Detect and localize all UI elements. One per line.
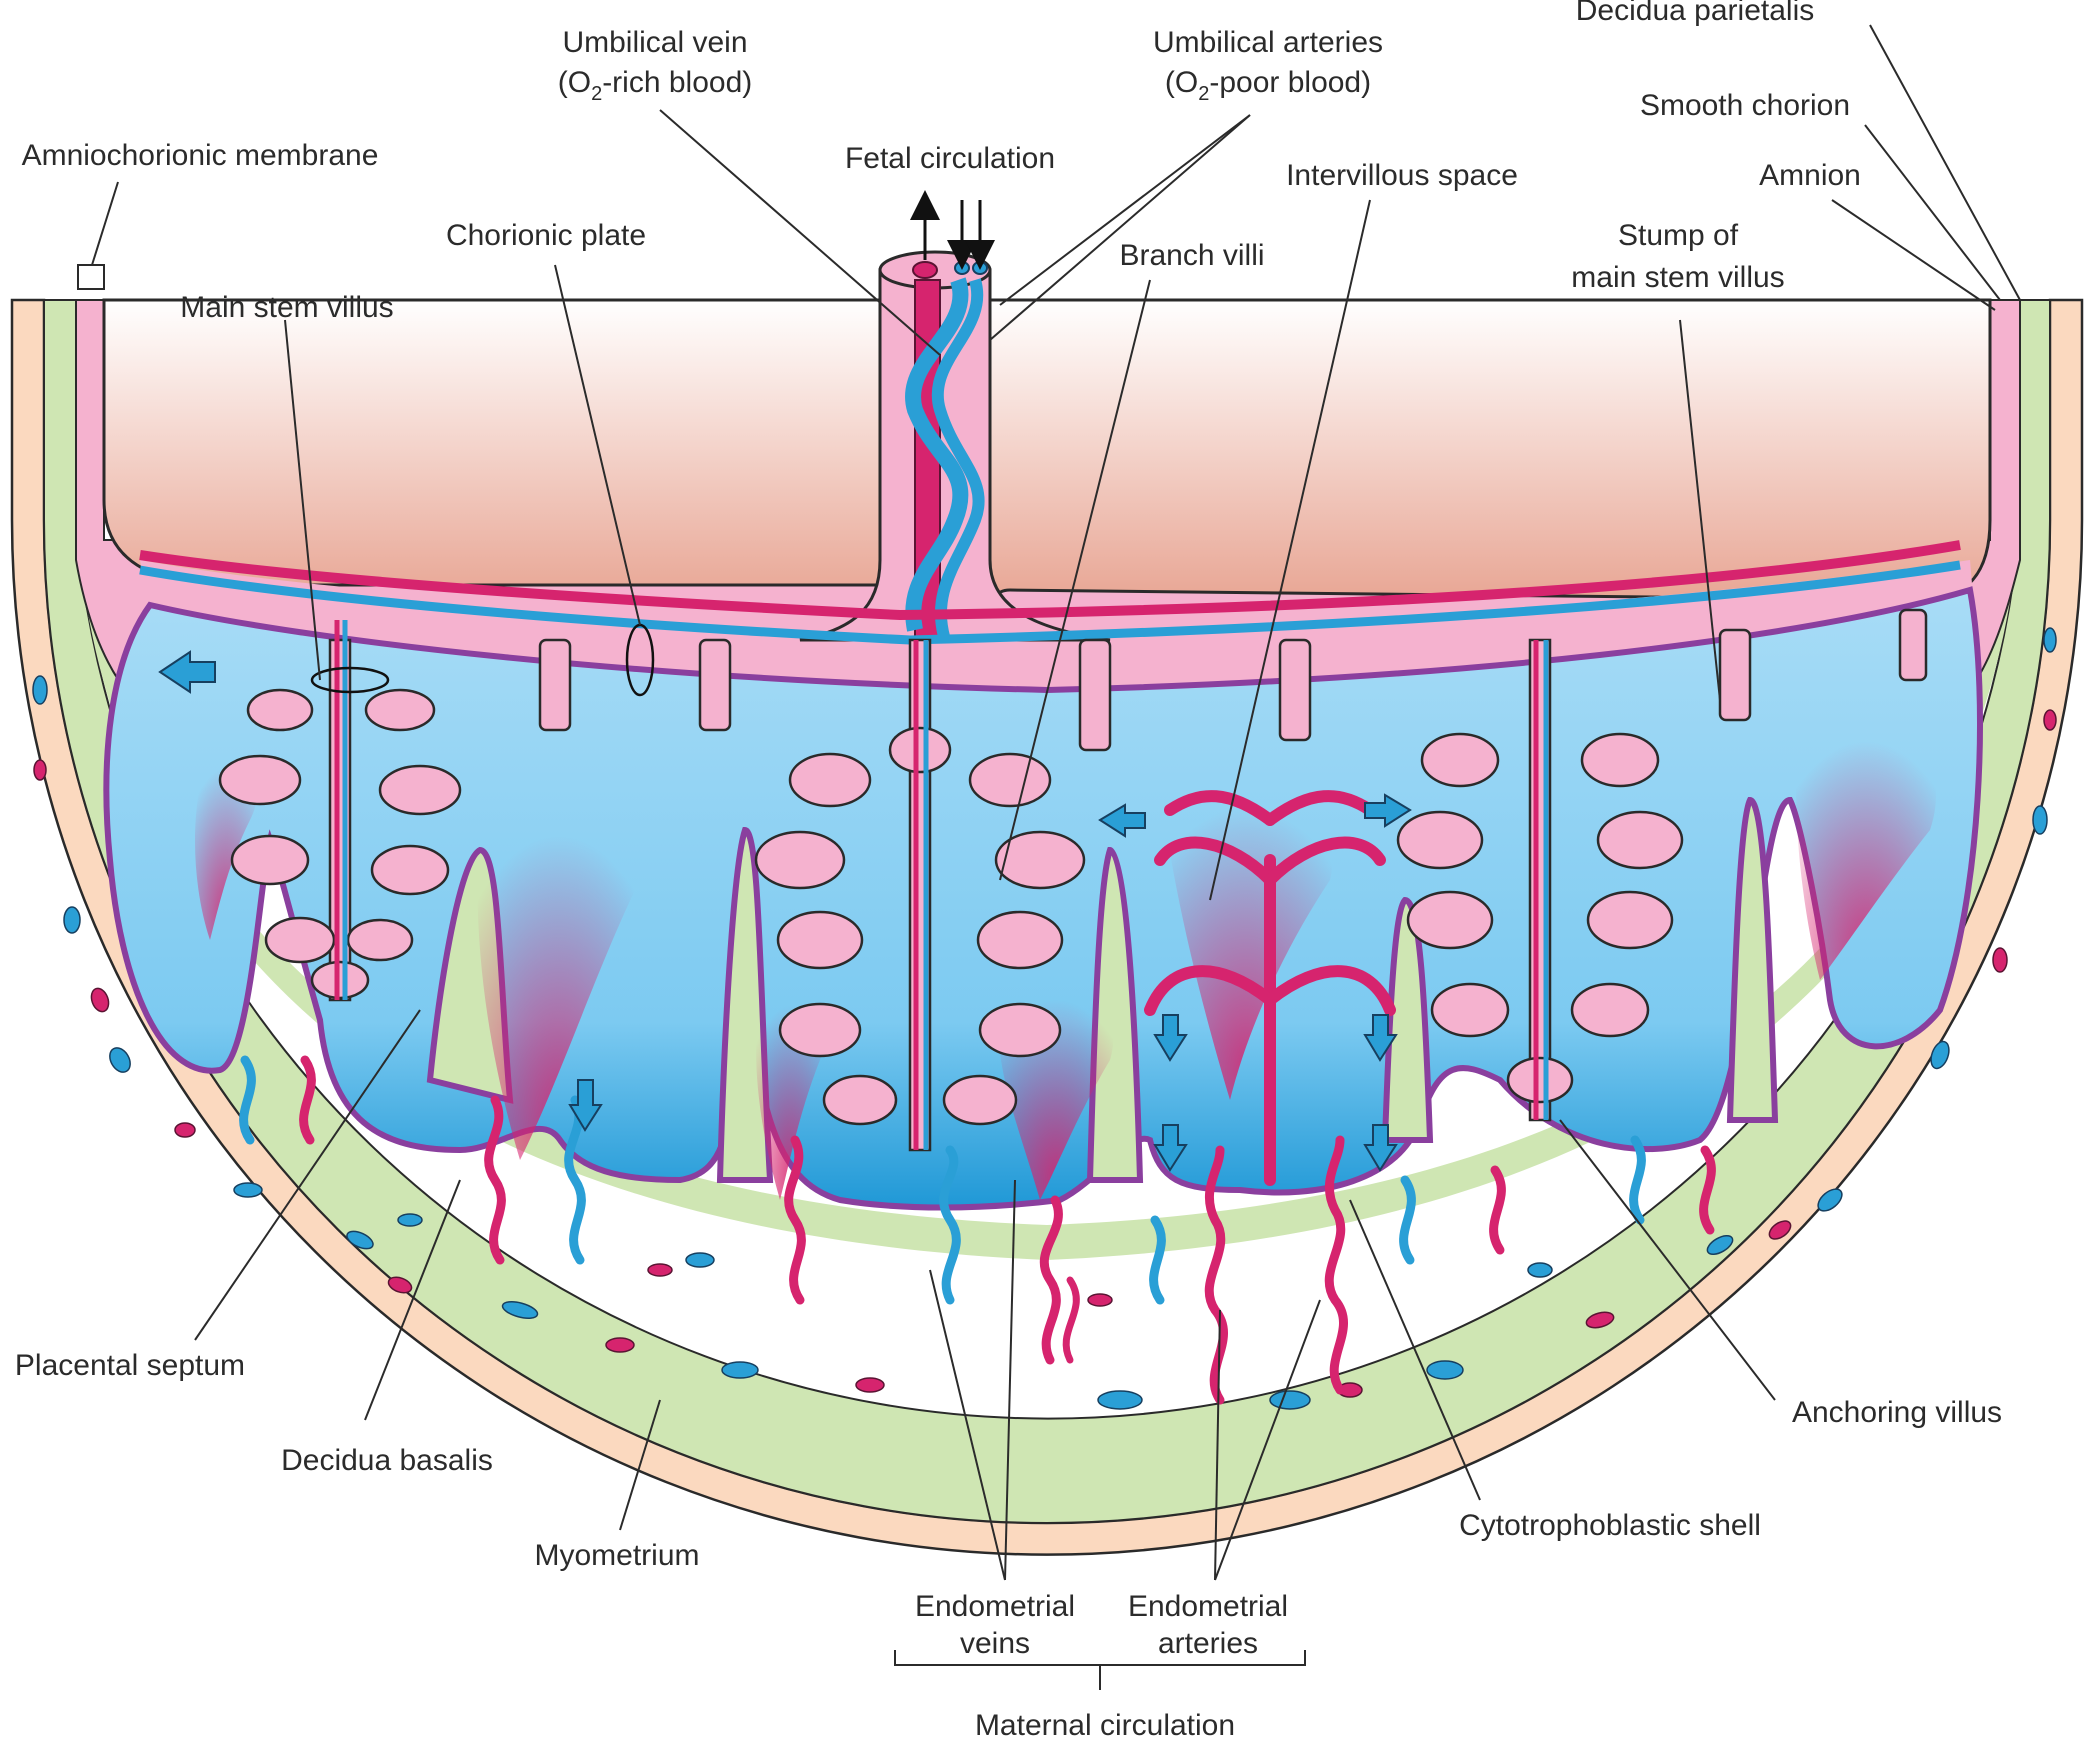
villus-tree-right — [1396, 638, 1684, 1122]
main-stem-villus-marker — [310, 666, 390, 694]
villus-stumps — [538, 608, 1928, 752]
maternal-vessel-fragments — [32, 627, 2057, 1410]
label-smooth-chorion: Smooth chorion — [1640, 89, 1850, 122]
label-cytotrophoblastic-shell: Cytotrophoblastic shell — [1459, 1509, 1761, 1542]
label-umbilical-vein: Umbilical vein — [562, 26, 747, 59]
maternal-artery-jet — [1144, 790, 1396, 1186]
label-endometrial-arteries-2: arteries — [1158, 1627, 1258, 1660]
label-endometrial-veins-1: Endometrial — [915, 1590, 1075, 1623]
villus-vessels — [334, 620, 1549, 1150]
chorionic-plate-vessels — [139, 540, 1961, 645]
label-umbilical-vein-sub: (O2-rich blood) — [558, 66, 753, 105]
label-stump-line2: main stem villus — [1571, 261, 1784, 294]
label-fetal-circulation: Fetal circulation — [845, 142, 1055, 175]
label-myometrium: Myometrium — [534, 1539, 699, 1572]
label-umbilical-arteries: Umbilical arteries — [1153, 26, 1383, 59]
chorionic-plate-band — [140, 560, 1975, 690]
decidua-layer — [43, 299, 2051, 1524]
label-endometrial-arteries-1: Endometrial — [1128, 1590, 1288, 1623]
label-decidua-basalis: Decidua basalis — [281, 1444, 493, 1477]
label-amniochorionic-membrane: Amniochorionic membrane — [22, 139, 379, 172]
label-placental-septum: Placental septum — [15, 1349, 245, 1382]
label-decidua-parietalis: Decidua parietalis — [1576, 0, 1814, 27]
flow-arrows-blue — [158, 650, 1412, 1172]
label-anchoring-villus: Anchoring villus — [1792, 1396, 2002, 1429]
label-stump-line1: Stump of — [1618, 219, 1739, 252]
fetal-flow-arrows — [910, 190, 995, 270]
umbilical-cord — [799, 250, 1111, 642]
leader-lines — [91, 24, 2021, 1690]
label-intervillous-space: Intervillous space — [1286, 159, 1518, 192]
label-umbilical-arteries-sub: (O2-poor blood) — [1165, 66, 1371, 105]
endometrial-vessels — [239, 1055, 1716, 1405]
labels: Umbilical vein (O2-rich blood) Umbilical… — [15, 0, 2002, 1742]
amniochorionic-marker — [77, 264, 105, 290]
label-main-stem-villus: Main stem villus — [180, 291, 393, 324]
label-chorionic-plate: Chorionic plate — [446, 219, 646, 252]
label-amnion: Amnion — [1759, 159, 1861, 192]
label-endometrial-veins-2: veins — [960, 1627, 1030, 1660]
label-maternal-circulation: Maternal circulation — [975, 1709, 1235, 1742]
label-branch-villi: Branch villi — [1119, 239, 1264, 272]
